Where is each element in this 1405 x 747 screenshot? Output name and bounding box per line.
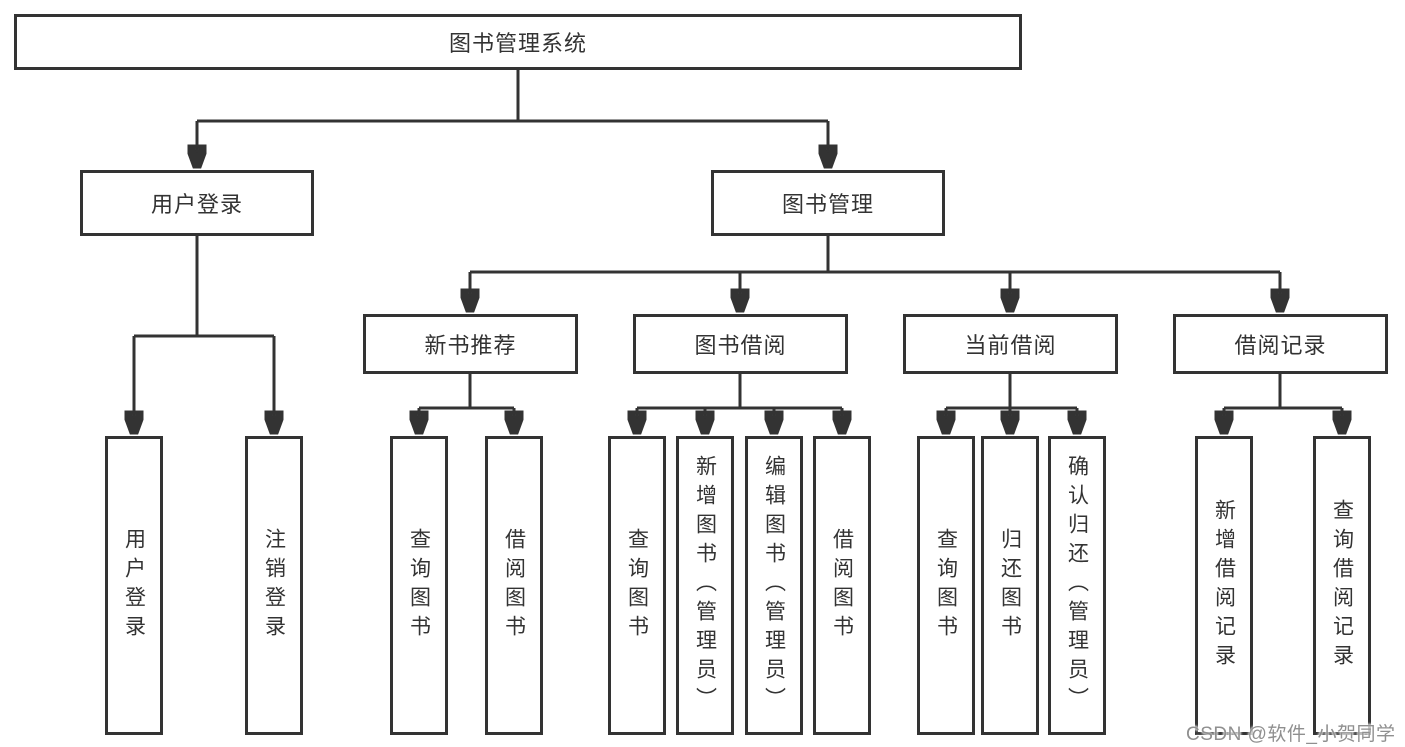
leaf-borrow-books-borrowing: 借阅图书 [813,436,871,735]
node-current-borrowing-label: 当前借阅 [964,333,1057,358]
leaf-return-book: 归还图书 [981,436,1039,735]
node-user-login: 用户登录 [80,170,314,236]
leaf-borrow-books-recommend-label: 借阅图书 [502,527,526,644]
node-root-label: 图书管理系统 [448,31,587,56]
node-new-book-recommendation-label: 新书推荐 [424,333,517,358]
leaf-edit-book-admin: 编辑图书（管理员） [745,436,803,735]
node-book-borrowing: 图书借阅 [633,314,848,374]
leaf-add-borrow-record-label: 新增借阅记录 [1212,498,1236,673]
leaf-user-login: 用户登录 [105,436,163,735]
leaf-confirm-return-admin-label: 确认归还（管理员） [1065,455,1089,716]
leaf-logout-label: 注销登录 [262,527,286,644]
leaf-return-book-label: 归还图书 [998,527,1022,644]
leaf-query-borrow-record: 查询借阅记录 [1313,436,1371,735]
node-current-borrowing: 当前借阅 [903,314,1118,374]
node-root-system: 图书管理系统 [14,14,1022,70]
leaf-add-book-admin-label: 新增图书（管理员） [693,455,717,716]
leaf-query-books-borrowing-label: 查询图书 [625,527,649,644]
leaf-query-books-recommend: 查询图书 [390,436,448,735]
node-book-borrowing-label: 图书借阅 [694,333,787,358]
node-borrowing-records: 借阅记录 [1173,314,1388,374]
leaf-logout: 注销登录 [245,436,303,735]
node-new-book-recommendation: 新书推荐 [363,314,578,374]
leaf-query-books-current: 查询图书 [917,436,975,735]
csdn-watermark: CSDN @软件_小贺同学 [1186,724,1396,745]
leaf-query-books-current-label: 查询图书 [934,527,958,644]
leaf-add-book-admin: 新增图书（管理员） [676,436,734,735]
node-book-management: 图书管理 [711,170,945,236]
leaf-query-borrow-record-label: 查询借阅记录 [1330,498,1354,673]
node-book-management-label: 图书管理 [781,192,874,217]
leaf-add-borrow-record: 新增借阅记录 [1195,436,1253,735]
leaf-user-login-label: 用户登录 [122,527,146,644]
leaf-borrow-books-recommend: 借阅图书 [485,436,543,735]
leaf-query-books-borrowing: 查询图书 [608,436,666,735]
leaf-confirm-return-admin: 确认归还（管理员） [1048,436,1106,735]
node-user-login-label: 用户登录 [150,192,243,217]
leaf-borrow-books-borrowing-label: 借阅图书 [830,527,854,644]
leaf-edit-book-admin-label: 编辑图书（管理员） [762,455,786,716]
node-borrowing-records-label: 借阅记录 [1234,333,1327,358]
leaf-query-books-recommend-label: 查询图书 [407,527,431,644]
